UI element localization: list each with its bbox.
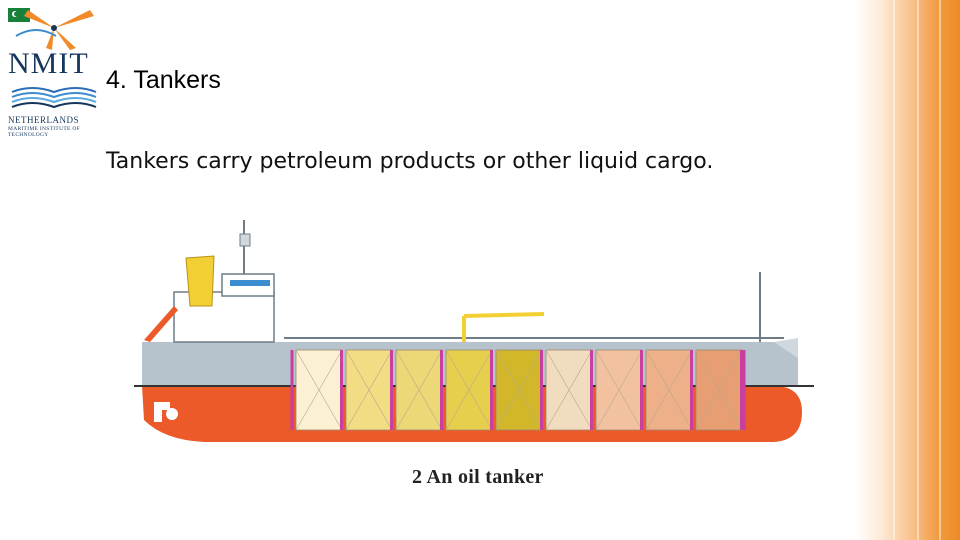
tank-bulkhead	[740, 350, 743, 430]
tank-frame-cross	[395, 349, 443, 431]
logo-subtitle: NETHERLANDS	[8, 115, 79, 125]
tank-bulkhead	[540, 350, 543, 430]
tank-frame-cross	[595, 349, 643, 431]
logo-wordmark: NMIT	[8, 47, 89, 80]
open-book-icon	[11, 87, 97, 109]
deck-crane	[462, 312, 545, 342]
tank-bulkhead	[490, 350, 493, 430]
tank-frame-cross	[445, 349, 493, 431]
propeller-mark	[166, 408, 178, 420]
windmill-icon	[8, 8, 94, 50]
rudder-mark	[154, 402, 170, 422]
tank-frame-cross	[345, 349, 393, 431]
oil-tanker-illustration	[134, 220, 814, 442]
tank-bulkhead	[340, 350, 343, 430]
tank-frame-cross	[495, 349, 543, 431]
nmit-logo: NMIT NETHERLANDS MARITIME INSTITUTE OF T…	[6, 6, 102, 138]
logo-subtitle-small: MARITIME INSTITUTE OF TECHNOLOGY	[8, 126, 80, 138]
tank-frame-cross	[295, 349, 343, 431]
tank-bulkhead	[690, 350, 693, 430]
tank-frame-cross	[545, 349, 593, 431]
slide-title: 4. Tankers	[106, 66, 221, 94]
tank-frame-cross	[645, 349, 693, 431]
tank-bulkhead	[640, 350, 643, 430]
tank-bulkhead	[590, 350, 593, 430]
bridge-windows	[230, 280, 270, 286]
tank-frame-cross	[695, 349, 743, 431]
bow	[774, 338, 798, 358]
figure-caption: 2 An oil tanker	[412, 466, 544, 488]
radar	[239, 233, 251, 247]
slide-body-text: Tankers carry petroleum products or othe…	[106, 149, 714, 174]
lifeboat-davit	[144, 306, 178, 342]
tank-bulkhead	[390, 350, 393, 430]
funnel	[185, 255, 215, 307]
cargo-tanks	[295, 349, 743, 431]
tank-bulkhead	[440, 350, 443, 430]
slide-edge-accent	[855, 0, 960, 540]
